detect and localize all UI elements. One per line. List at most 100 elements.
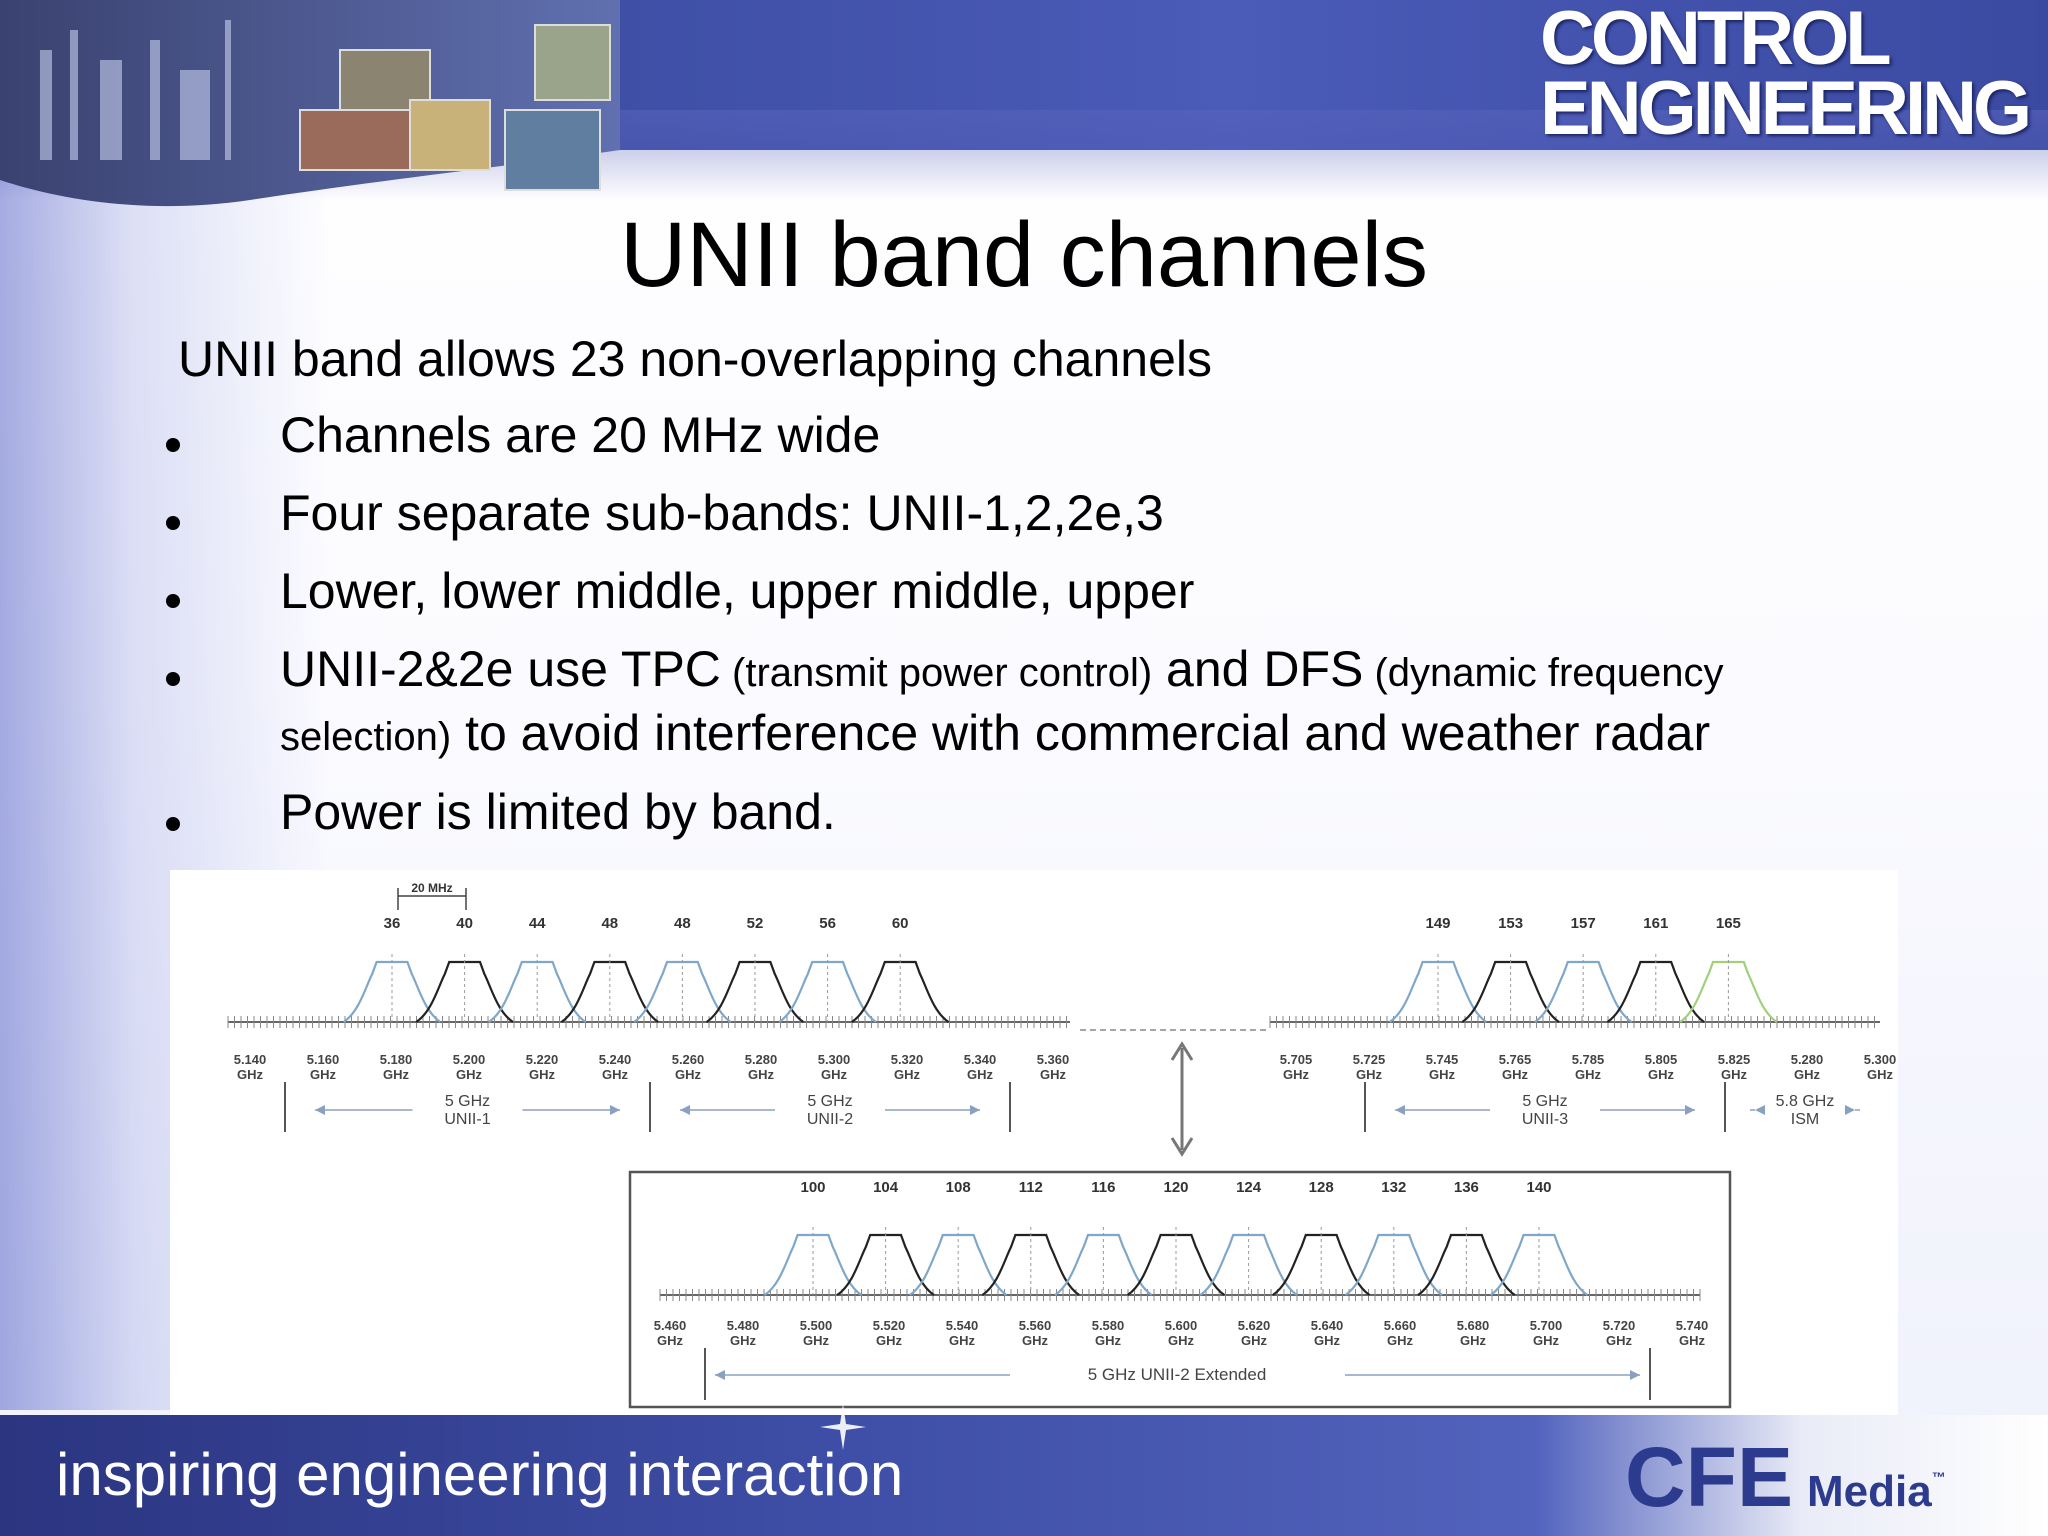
band-label-name: UNII-2	[807, 1111, 853, 1128]
band-label-freq: 5 GHz	[1522, 1093, 1567, 1110]
unii2e-freq-value: 5.740	[1676, 1318, 1709, 1333]
channel-number: 161	[1643, 915, 1668, 932]
bullet-4-line-2: selection) to avoid interference with co…	[280, 704, 1710, 766]
channel-number: 140	[1526, 1179, 1551, 1196]
low-band-freq-unit: GHz	[383, 1067, 410, 1082]
footer-band	[0, 1415, 2048, 1536]
band-label-name: UNII-1	[444, 1111, 490, 1128]
logo-line-control: CONTROL	[1540, 0, 1892, 81]
unii3-freq-unit: GHz	[1429, 1067, 1456, 1082]
unii2e-freq-value: 5.460	[654, 1318, 687, 1333]
arrowhead-icon	[1845, 1105, 1855, 1115]
arrowhead-icon	[610, 1105, 620, 1115]
low-band-freq-unit: GHz	[602, 1067, 629, 1082]
arrowhead-icon	[680, 1105, 690, 1115]
low-band-freq-value: 5.260	[672, 1052, 705, 1067]
arrow-up-icon	[1170, 1041, 1194, 1061]
unii3-freq-value: 5.785	[1572, 1052, 1605, 1067]
low-band-freq-unit: GHz	[821, 1067, 848, 1082]
unii2e-freq-value: 5.620	[1238, 1318, 1271, 1333]
unii2e-freq-value: 5.640	[1311, 1318, 1344, 1333]
channel-number: 48	[674, 915, 691, 932]
channel-number: 136	[1454, 1179, 1479, 1196]
channel-number: 100	[800, 1179, 825, 1196]
unii2e-freq-value: 5.500	[800, 1318, 833, 1333]
arrowhead-icon	[1395, 1105, 1405, 1115]
bullet-4-tpc: UNII-2&2e use TPC	[280, 641, 721, 697]
unii2e-freq-value: 5.660	[1384, 1318, 1417, 1333]
sparkle-icon	[820, 1404, 866, 1450]
unii2e-freq-unit: GHz	[949, 1333, 976, 1348]
low-band-freq-value: 5.140	[234, 1052, 267, 1067]
unii3-freq-value: 5.705	[1280, 1052, 1313, 1067]
width-marker-label: 20 MHz	[411, 881, 452, 895]
channel-number: 153	[1498, 915, 1523, 932]
channel-number: 56	[819, 915, 836, 932]
bullet-1: Channels are 20 MHz wide	[280, 407, 881, 463]
unii2e-freq-unit: GHz	[1679, 1333, 1706, 1348]
unii2e-freq-unit: GHz	[1168, 1333, 1195, 1348]
unii2e-freq-unit: GHz	[1241, 1333, 1268, 1348]
unii2e-freq-value: 5.580	[1092, 1318, 1125, 1333]
unii3-freq-unit: GHz	[1721, 1067, 1748, 1082]
unii3-freq-value: 5.280	[1791, 1052, 1824, 1067]
low-band-freq-value: 5.340	[964, 1052, 997, 1067]
unii2e-freq-unit: GHz	[1460, 1333, 1487, 1348]
arrowhead-icon	[1630, 1370, 1640, 1380]
bullet-5: Power is limited by band.	[280, 784, 836, 840]
bullet-dot	[166, 516, 180, 530]
low-band-freq-value: 5.180	[380, 1052, 413, 1067]
logo-line-engineering: ENGINEERING	[1540, 66, 2032, 151]
unii3-freq-value: 5.725	[1353, 1052, 1386, 1067]
channel-number: 60	[892, 915, 909, 932]
bullet-4-dfs-note-cont: selection)	[280, 715, 452, 759]
unii2e-freq-unit: GHz	[657, 1333, 684, 1348]
arrow-down-icon	[1170, 1137, 1194, 1157]
bullet-4-dfs-note: (dynamic frequency	[1363, 651, 1724, 695]
channel-number: 165	[1716, 915, 1741, 932]
low-band-freq-value: 5.160	[307, 1052, 340, 1067]
unii2e-freq-value: 5.680	[1457, 1318, 1490, 1333]
low-band-freq-unit: GHz	[894, 1067, 921, 1082]
unii3-freq-unit: GHz	[1356, 1067, 1383, 1082]
unii3-freq-value: 5.765	[1499, 1052, 1532, 1067]
unii2e-freq-unit: GHz	[1606, 1333, 1633, 1348]
channel-number: 157	[1571, 915, 1596, 932]
channel-number: 40	[456, 915, 473, 932]
unii2e-freq-unit: GHz	[1095, 1333, 1122, 1348]
band-label-freq: 5 GHz	[445, 1093, 490, 1110]
low-band-freq-unit: GHz	[1040, 1067, 1067, 1082]
channel-number: 128	[1309, 1179, 1334, 1196]
low-band-freq-value: 5.200	[453, 1052, 486, 1067]
unii3-freq-unit: GHz	[1502, 1067, 1529, 1082]
unii2e-freq-unit: GHz	[1022, 1333, 1049, 1348]
arrowhead-icon	[970, 1105, 980, 1115]
unii2e-freq-value: 5.520	[873, 1318, 906, 1333]
unii2e-freq-unit: GHz	[1533, 1333, 1560, 1348]
slide-title: UNII band channels	[619, 204, 1429, 306]
low-band-freq-unit: GHz	[529, 1067, 556, 1082]
unii2e-freq-value: 5.700	[1530, 1318, 1563, 1333]
low-band-freq-value: 5.220	[526, 1052, 559, 1067]
trademark-mark: ™	[1931, 1469, 1946, 1485]
bullet-dot	[166, 438, 180, 452]
low-band-freq-value: 5.240	[599, 1052, 632, 1067]
channel-number: 48	[601, 915, 618, 932]
bullet-4-dfs: and DFS	[1152, 641, 1364, 697]
bullet-4-line-1: UNII-2&2e use TPC (transmit power contro…	[280, 640, 1724, 702]
low-band-freq-unit: GHz	[967, 1067, 994, 1082]
channel-number: 108	[946, 1179, 971, 1196]
bullet-4-rest: to avoid interference with commercial an…	[451, 705, 1711, 761]
control-engineering-logo: CONTROL ENGINEERING	[1540, 0, 2032, 151]
bullet-dot	[166, 672, 180, 686]
channel-number: 52	[747, 915, 764, 932]
channel-number: 120	[1163, 1179, 1188, 1196]
arrowhead-icon	[315, 1105, 325, 1115]
unii3-freq-unit: GHz	[1575, 1067, 1602, 1082]
channel-number: 104	[873, 1179, 899, 1196]
band-label-name: UNII-3	[1522, 1111, 1568, 1128]
low-band-freq-value: 5.320	[891, 1052, 924, 1067]
unii2e-freq-unit: GHz	[876, 1333, 903, 1348]
